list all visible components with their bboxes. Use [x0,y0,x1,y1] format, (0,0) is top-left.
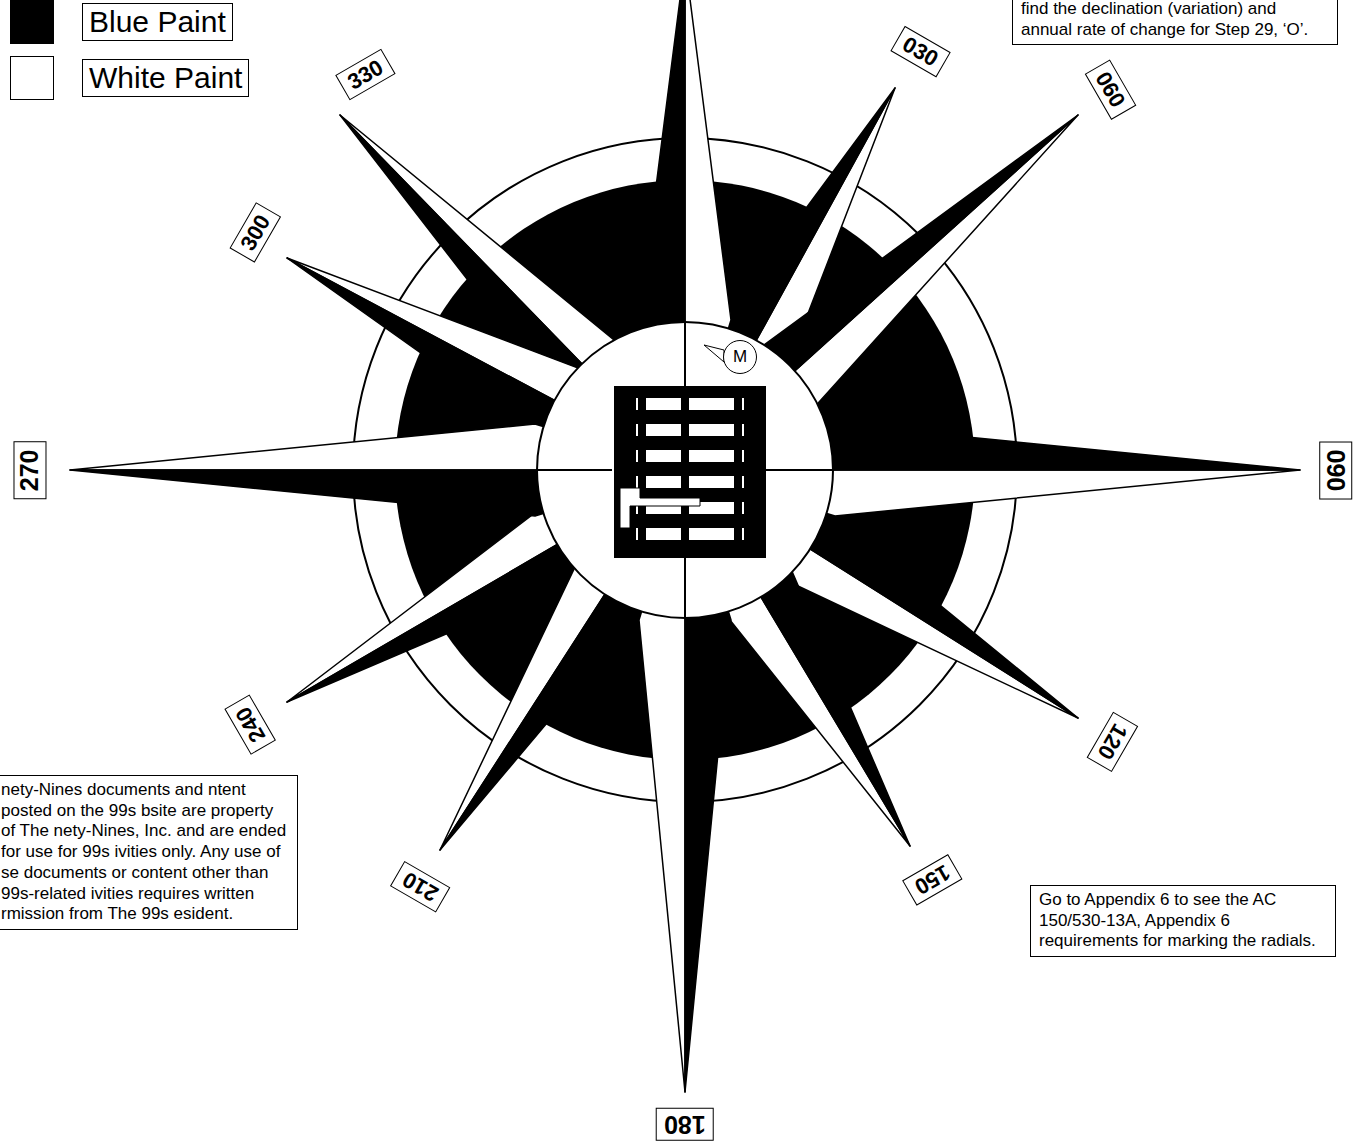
note-text: nety-Nines documents and ntent posted on… [1,780,289,925]
radial-label: 180 [656,1108,714,1141]
radial-label: 330 [335,49,395,101]
note-box: find the declination (variation) and ann… [1012,0,1338,45]
radial-label: 060 [1084,60,1136,120]
emblem-bar [734,392,742,552]
note-text: Go to Appendix 6 to see the AC 150/530-1… [1039,890,1327,952]
radial-label: 090 [1320,441,1353,499]
radial-number: 270 [16,449,45,491]
emblem-bar [636,450,744,462]
axis-line [684,556,686,618]
emblem-bar [636,424,744,436]
radial-label: 210 [390,861,450,913]
radial-number: 060 [1090,68,1130,112]
radial-number: 030 [898,32,942,72]
radial-number: 330 [343,55,387,95]
radial-number: 180 [664,1110,706,1139]
radial-label: 150 [902,854,962,906]
emblem-bar [638,392,646,552]
emblem-mark [620,488,700,528]
emblem-bar [681,392,689,552]
emblem [614,386,766,558]
callout-circle: M [723,340,757,374]
radial-label: 270 [14,441,47,499]
center [537,322,833,618]
legend-label: Blue Paint [82,3,233,41]
radial-number: 300 [235,211,275,255]
radial-number: 150 [910,860,954,900]
axis-line [762,469,833,471]
legend-label: White Paint [82,59,249,97]
note-box: Go to Appendix 6 to see the AC 150/530-1… [1030,885,1336,957]
inner-circle [537,322,833,618]
radial-number: 240 [230,703,270,747]
radial-label: 120 [1086,712,1138,772]
radial-number: 210 [398,867,442,907]
axis-line [684,322,686,388]
axis-line [537,469,612,471]
radial-label: 300 [229,203,281,263]
legend-swatch [10,0,54,44]
emblem-bar [636,398,744,410]
note-text: find the declination (variation) and ann… [1021,0,1329,40]
legend-swatch [10,56,54,100]
emblem-bar [636,476,744,488]
legend-item: White Paint [10,56,249,100]
radial-number: 090 [1322,449,1351,491]
callout-tail [704,345,724,362]
radial-label: 030 [890,26,950,78]
callout-letter: M [733,347,747,367]
emblem-bar [636,528,744,540]
radial-number: 120 [1092,720,1132,764]
note-box: nety-Nines documents and ntent posted on… [0,775,298,930]
legend-item: Blue Paint [10,0,233,44]
radial-label: 240 [224,695,276,755]
